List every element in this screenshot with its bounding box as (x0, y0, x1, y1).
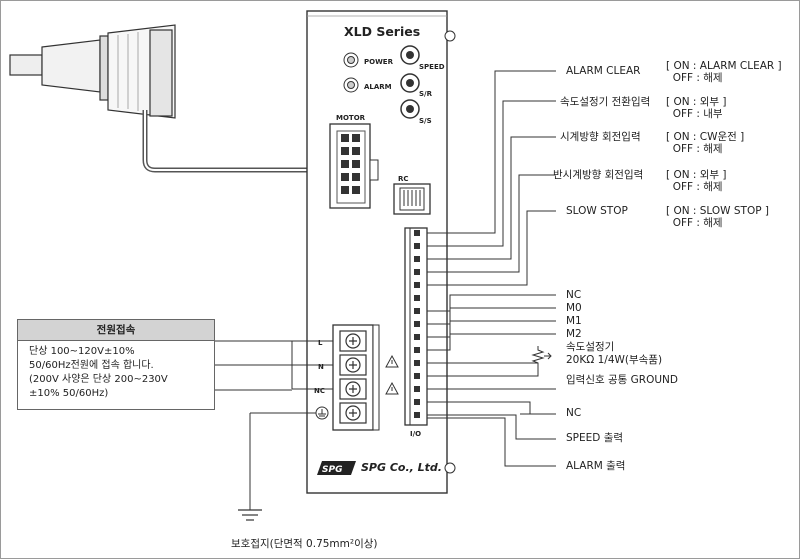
speed-pot-spec: 20KΩ 1/4W(부속품) (566, 354, 663, 366)
io-pin (414, 269, 420, 275)
io-connector-label: I/O (410, 430, 422, 438)
caution-icon (385, 354, 399, 395)
io-pin (414, 230, 420, 236)
slow-stop-states: [ ON : SLOW STOP ] OFF : 해제 (666, 205, 770, 229)
power-led (343, 52, 359, 68)
io-pin (414, 412, 420, 418)
ccw-label: 반시계방향 회전입력 (553, 169, 644, 181)
power-line: 단상 100~120V±10% (29, 346, 135, 357)
rc-connector-label: RC (398, 175, 409, 183)
io-wire (427, 417, 556, 467)
motor-drawing (9, 24, 176, 119)
io-pin (414, 399, 420, 405)
brand-name: SPG Co., Ltd. (361, 461, 442, 474)
nc1-label: NC (566, 289, 582, 301)
potentiometer-icon (531, 346, 545, 370)
io-pin (414, 360, 420, 366)
power-box: 단상 100~120V±10% 50/60Hz전원에 접속 합니다. (200V… (17, 340, 215, 410)
io-pin (414, 308, 420, 314)
spg-logo: SPG (317, 461, 356, 475)
alarm-clear-label: ALARM CLEAR (566, 65, 641, 77)
ground-label: 보호접지(단면적 0.75mm²이상) (231, 538, 378, 550)
motor-connector-label: MOTOR (336, 114, 366, 122)
speed-select-label: 속도설정기 전환입력 (560, 96, 651, 108)
ccw-states: [ ON : 외부 ] OFF : 해제 (666, 169, 727, 193)
alarm-led-label: ALARM (364, 83, 392, 91)
cw-label: 시계방향 회전입력 (560, 131, 641, 143)
io-pin (414, 386, 420, 392)
power-box-header: 전원접속 (17, 319, 215, 341)
io-wire (427, 320, 556, 338)
m2-label: M2 (566, 328, 582, 340)
speed-select-states: [ ON : 외부 ] OFF : 내부 (666, 96, 727, 120)
io-pin (414, 334, 420, 340)
speed-knob-label: SPEED (419, 63, 445, 71)
terminal-l-label: L (318, 339, 323, 347)
io-wire (427, 210, 540, 286)
ss-knob[interactable] (400, 99, 420, 119)
power-line: 50/60Hz전원에 접속 합니다. (29, 360, 154, 371)
io-wire (427, 100, 540, 247)
power-led-label: POWER (364, 58, 393, 66)
io-wire (427, 333, 556, 351)
speed-pot-label: 속도설정기 (566, 341, 615, 353)
io-wire (427, 136, 540, 260)
io-wire (427, 174, 540, 273)
slow-stop-label: SLOW STOP (566, 205, 628, 217)
svg-text:SPG: SPG (322, 465, 342, 475)
m1-label: M1 (566, 315, 582, 327)
terminal-nc-label: NC (314, 387, 325, 395)
sr-knob-label: S/R (419, 90, 432, 98)
ss-knob-label: S/S (419, 117, 432, 125)
motor-connector (329, 123, 379, 209)
speed-out-label: SPEED 출력 (566, 432, 624, 444)
io-pin (414, 347, 420, 353)
alarm-led (343, 77, 359, 93)
input-ground-label: 입력신호 공통 GROUND (566, 374, 678, 386)
series-title: XLD Series (344, 24, 421, 39)
io-pin (414, 373, 420, 379)
alarm-clear-states: [ ON : ALARM CLEAR ] OFF : 해제 (666, 60, 782, 84)
io-pin (414, 321, 420, 327)
io-wire (427, 294, 556, 312)
nc2-label: NC (566, 407, 582, 419)
cw-states: [ ON : CW운전 ] OFF : 해제 (666, 131, 745, 155)
power-terminal-block (332, 324, 380, 431)
io-pin (414, 256, 420, 262)
io-wire (427, 307, 556, 325)
power-line: ±10% 50/60Hz) (29, 388, 109, 399)
io-pin (414, 295, 420, 301)
io-pins (414, 230, 420, 418)
io-wire (427, 70, 540, 234)
rc-connector (393, 183, 431, 215)
terminal-n-label: N (318, 363, 324, 371)
motor-cable (142, 110, 327, 173)
io-pin (414, 243, 420, 249)
power-line: (200V 사양은 단상 200~230V (29, 374, 168, 385)
m0-label: M0 (566, 302, 582, 314)
speed-knob[interactable] (400, 45, 420, 65)
io-wire (427, 370, 539, 377)
earth-ground-icon (238, 509, 262, 521)
alarm-out-label: ALARM 출력 (566, 460, 626, 472)
io-signal-wires (427, 70, 556, 467)
sr-knob[interactable] (400, 73, 420, 93)
io-pin (414, 282, 420, 288)
ground-terminal-icon (315, 406, 329, 420)
